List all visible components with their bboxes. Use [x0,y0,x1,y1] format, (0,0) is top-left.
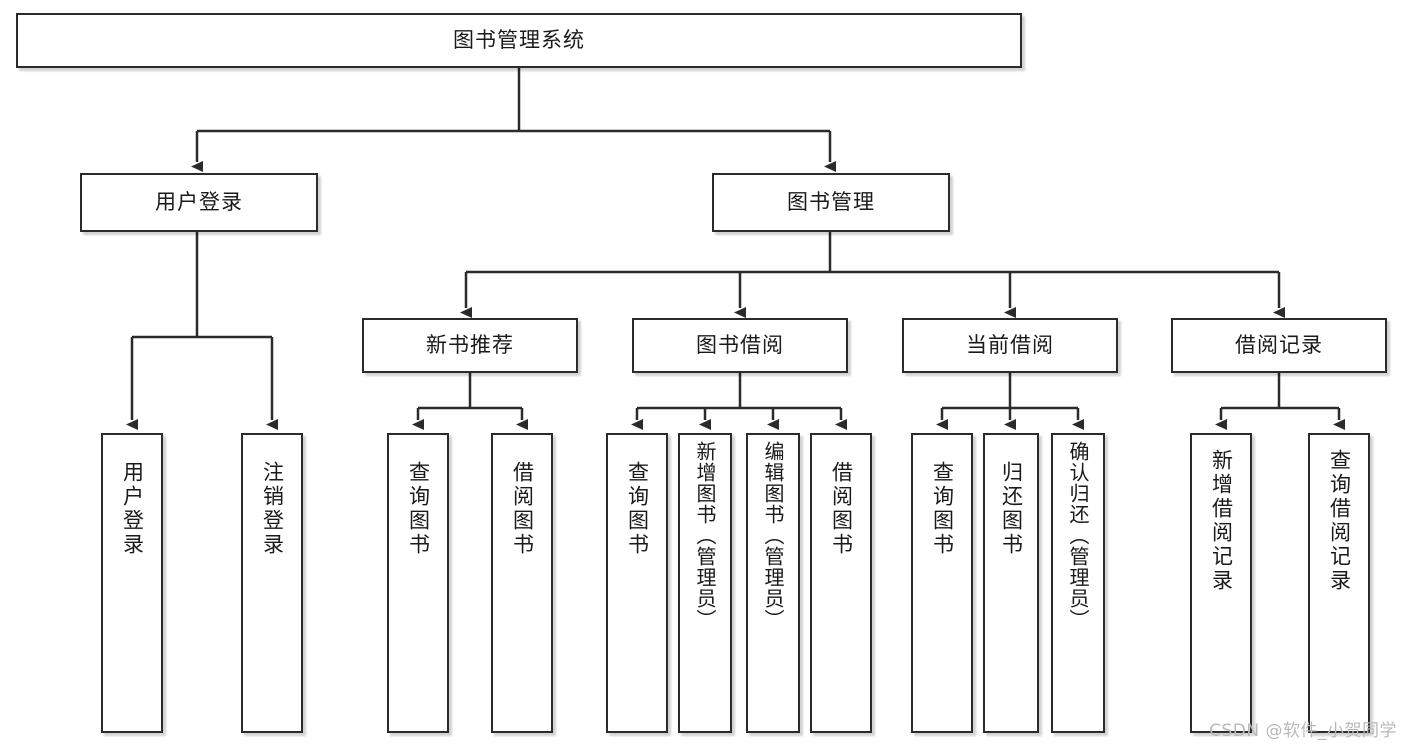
node-book-borrow-label: 图书借阅 [696,333,784,358]
node-user-login-label: 用户登录 [155,190,243,215]
leaf-query-book-3[interactable]: 查询图书 [911,433,973,733]
node-book-management[interactable]: 图书管理 [712,173,950,232]
leaf-add-borrow-record-label: 新增借阅记录 [1209,449,1234,593]
node-book-borrow[interactable]: 图书借阅 [632,318,848,373]
leaf-query-borrow-record-label: 查询借阅记录 [1327,449,1352,593]
leaf-edit-book[interactable]: 编辑图书（管理员） [746,433,800,733]
csdn-watermark: CSDN @软件_小贺同学 [1209,721,1397,741]
node-current-borrow[interactable]: 当前借阅 [902,318,1118,373]
leaf-add-book[interactable]: 新增图书（管理员） [678,433,732,733]
leaf-logout[interactable]: 注销登录 [241,433,303,733]
leaf-borrow-book-2-label: 借阅图书 [829,461,854,557]
leaf-add-book-label: 新增图书（管理员） [693,441,717,630]
leaf-query-borrow-record[interactable]: 查询借阅记录 [1308,433,1370,733]
node-user-login[interactable]: 用户登录 [80,173,318,232]
leaf-query-book-1-label: 查询图书 [406,461,431,557]
node-root[interactable]: 图书管理系统 [16,13,1022,68]
node-root-label: 图书管理系统 [453,28,585,53]
leaf-logout-label: 注销登录 [260,461,285,557]
node-borrow-record-label: 借阅记录 [1235,333,1323,358]
leaf-edit-book-label: 编辑图书（管理员） [761,441,785,630]
leaf-borrow-book-1[interactable]: 借阅图书 [491,433,553,733]
node-borrow-record[interactable]: 借阅记录 [1171,318,1387,373]
node-new-book-recommend[interactable]: 新书推荐 [362,318,578,373]
leaf-query-book-1[interactable]: 查询图书 [387,433,449,733]
leaf-query-book-2[interactable]: 查询图书 [606,433,668,733]
node-book-management-label: 图书管理 [787,190,875,215]
leaf-return-book-label: 归还图书 [999,461,1024,557]
leaf-user-login[interactable]: 用户登录 [101,433,163,733]
leaf-user-login-label: 用户登录 [120,461,145,557]
leaf-borrow-book-1-label: 借阅图书 [510,461,535,557]
leaf-confirm-return[interactable]: 确认归还（管理员） [1051,433,1105,733]
leaf-confirm-return-label: 确认归还（管理员） [1066,441,1090,630]
node-new-book-recommend-label: 新书推荐 [426,333,514,358]
leaf-query-book-3-label: 查询图书 [930,461,955,557]
node-current-borrow-label: 当前借阅 [966,333,1054,358]
leaf-borrow-book-2[interactable]: 借阅图书 [810,433,872,733]
leaf-add-borrow-record[interactable]: 新增借阅记录 [1190,433,1252,733]
leaf-query-book-2-label: 查询图书 [625,461,650,557]
leaf-return-book[interactable]: 归还图书 [983,433,1039,733]
